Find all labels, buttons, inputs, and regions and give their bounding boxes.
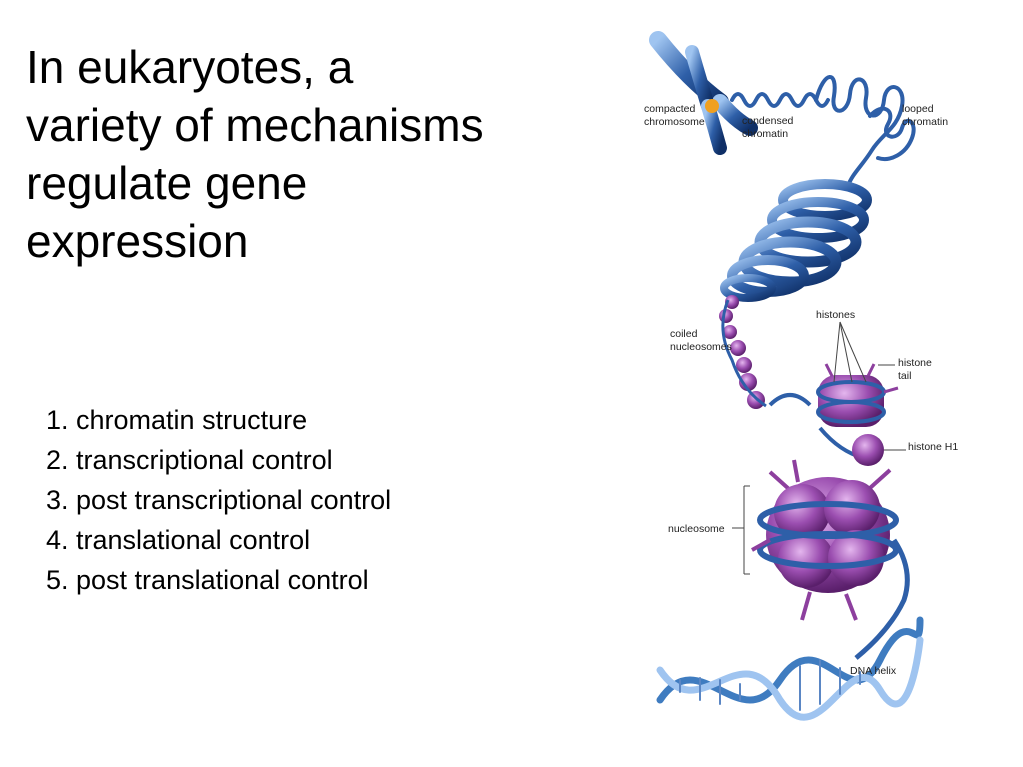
mechanism-item: 3. post transcriptional control bbox=[46, 485, 392, 515]
histone-h1-shape bbox=[852, 434, 884, 466]
mechanism-item: 5. post translational control bbox=[46, 565, 369, 595]
nucleosome-large bbox=[751, 459, 910, 660]
looped-chromatin-shape bbox=[730, 75, 916, 188]
title-line: expression bbox=[26, 215, 249, 267]
compacted-chromosome-shape bbox=[649, 31, 758, 155]
dna-helix-shape bbox=[656, 616, 924, 721]
chromatin-diagram: compacted chromosome condensed chromatin… bbox=[644, 31, 958, 721]
leader-lines bbox=[732, 321, 906, 575]
coiled-fiber-shape bbox=[720, 179, 872, 302]
mechanism-item: 1. chromatin structure bbox=[46, 405, 308, 435]
label-nucleosome: nucleosome bbox=[668, 523, 725, 535]
label-histone-tail: histone tail bbox=[898, 357, 935, 382]
title-line: In eukaryotes, a bbox=[26, 41, 354, 93]
label-histones: histones bbox=[816, 309, 855, 321]
label-histone-h1: histone H1 bbox=[908, 441, 958, 453]
label-coiled-nucleosomes: coiled nucleosomes bbox=[670, 328, 732, 353]
title-line: regulate gene bbox=[26, 157, 308, 209]
histone-octamer-small bbox=[768, 363, 899, 460]
label-condensed-chromatin: condensed chromatin bbox=[742, 115, 796, 140]
mechanism-item: 2. transcriptional control bbox=[46, 445, 333, 475]
label-compacted-chromosome: compacted chromosome bbox=[644, 103, 705, 128]
coiled-nucleosomes-shape bbox=[719, 295, 767, 409]
title-line: variety of mechanisms bbox=[26, 99, 484, 151]
mechanism-item: 4. translational control bbox=[46, 525, 311, 555]
slide-title: In eukaryotes, a variety of mechanisms r… bbox=[26, 38, 606, 270]
label-looped-chromatin: looped chromatin bbox=[902, 103, 948, 128]
label-dna-helix: DNA helix bbox=[850, 665, 897, 677]
mechanism-list: 1. chromatin structure 2. transcriptiona… bbox=[46, 400, 391, 600]
